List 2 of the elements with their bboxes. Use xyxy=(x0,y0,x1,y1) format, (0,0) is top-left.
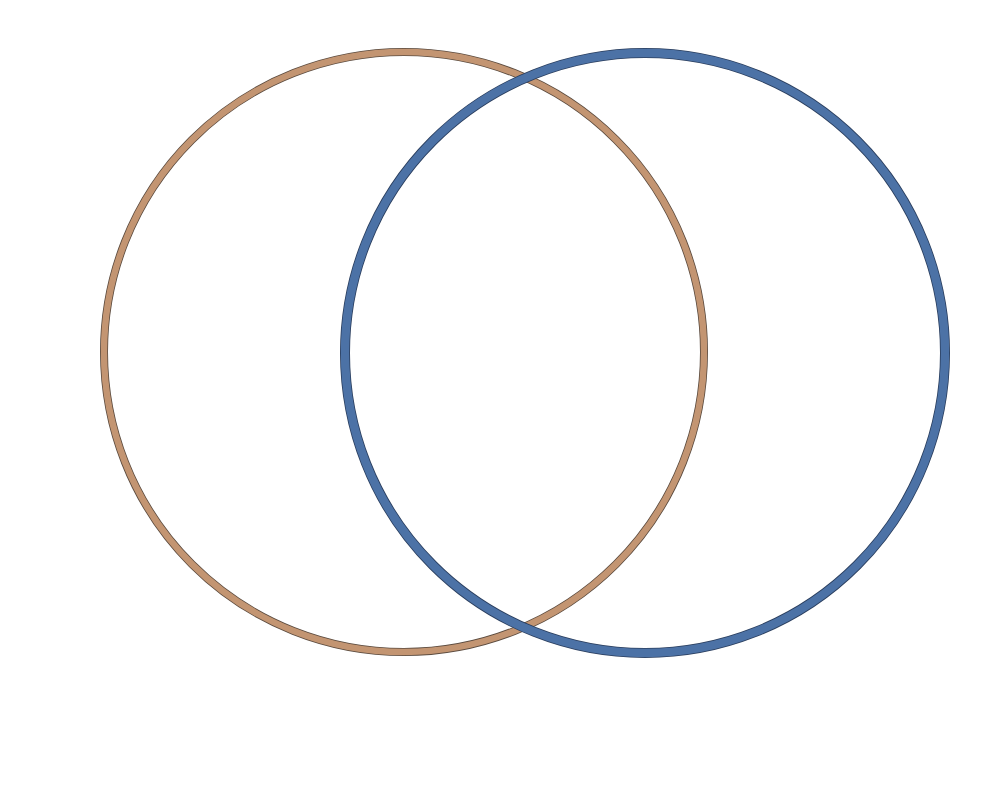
circle-outline xyxy=(100,48,708,656)
circle-outline xyxy=(339,47,949,657)
